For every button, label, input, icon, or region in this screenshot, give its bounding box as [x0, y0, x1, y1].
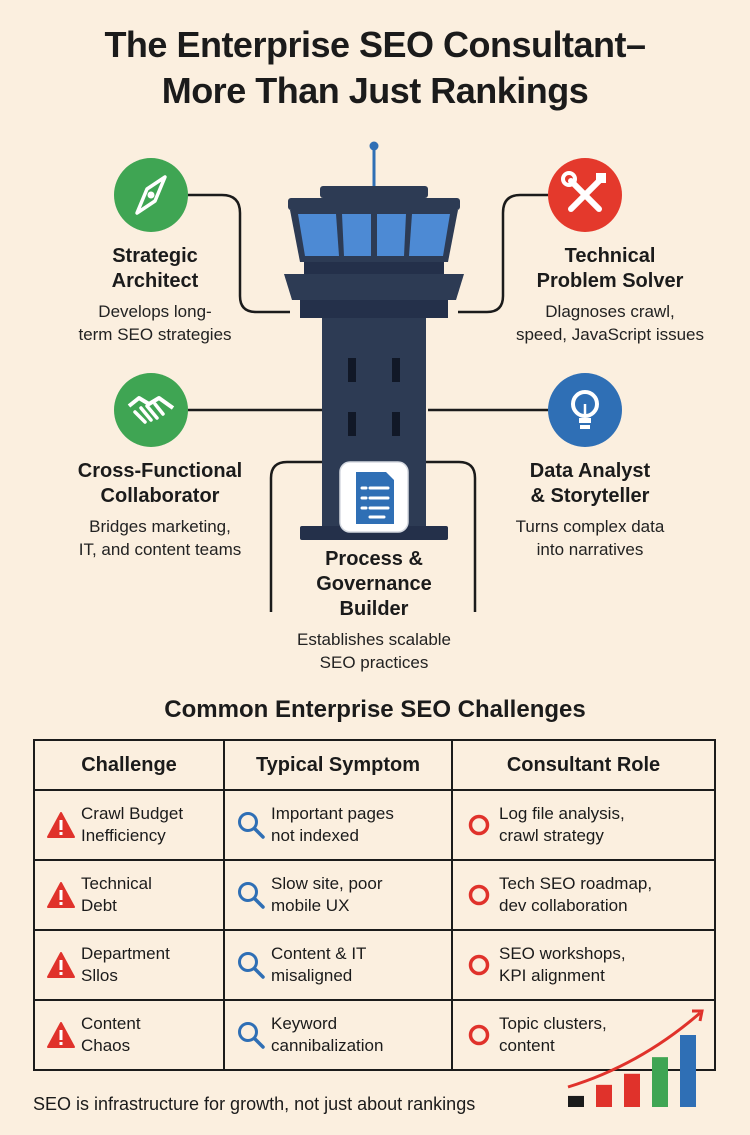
- growth-bar: [624, 1073, 640, 1107]
- magnifier-icon: [231, 880, 271, 910]
- table-header-row: Challenge Typical Symptom Consultant Rol…: [33, 739, 716, 791]
- role-diagram: [114, 141, 622, 612]
- connector-strategic: [188, 193, 290, 314]
- lightbulb-icon: [548, 373, 622, 447]
- growth-bar: [596, 1084, 612, 1107]
- control-tower-illustration: [284, 141, 464, 540]
- tools-icon: [548, 158, 622, 232]
- growth-bar: [568, 1095, 584, 1107]
- connector-process-left: [269, 460, 330, 612]
- magnifier-icon: [231, 950, 271, 980]
- connector-technical: [458, 193, 548, 314]
- magnifier-icon: [231, 1020, 271, 1050]
- challenges-table: Challenge Typical Symptom Consultant Rol…: [33, 739, 716, 1071]
- cell-role: Topic clusters,content: [451, 999, 716, 1071]
- cell-role: SEO workshops,KPI alignment: [451, 929, 716, 1001]
- warning-icon: [41, 811, 81, 839]
- red-ring-icon: [459, 813, 499, 837]
- warning-icon: [41, 881, 81, 909]
- red-ring-icon: [459, 953, 499, 977]
- growth-bar: [652, 1057, 668, 1107]
- cell-role: Tech SEO roadmap,dev collaboration: [451, 859, 716, 931]
- role-data-analyst-storyteller: Data Analyst& Storyteller Turns complex …: [490, 459, 690, 561]
- warning-icon: [41, 1021, 81, 1049]
- role-name: Data Analyst& Storyteller: [529, 460, 651, 507]
- growth-arrow-icon: [567, 1009, 704, 1107]
- page-title: The Enterprise SEO Consultant– More Than…: [104, 24, 646, 111]
- compass-icon: [114, 158, 188, 232]
- challenges-title: Common Enterprise SEO Challenges: [164, 696, 586, 723]
- header-challenge: Challenge: [33, 739, 225, 791]
- header-consultant-role: Consultant Role: [451, 739, 716, 791]
- role-description: Develops long-term SEO strategies: [78, 302, 232, 344]
- footer-tagline: SEO is infrastructure for growth, not ju…: [33, 1094, 476, 1114]
- handshake-icon: [114, 373, 188, 447]
- red-ring-icon: [459, 1023, 499, 1047]
- connector-lines: [188, 193, 548, 612]
- role-description: Dlagnoses crawl,speed, JavaScript issues: [515, 302, 705, 344]
- cell-role: Log file analysis,crawl strategy: [451, 789, 716, 861]
- document-checklist-icon: [339, 461, 409, 533]
- role-description: Bridges marketing,IT, and content teams: [78, 517, 242, 559]
- growth-bar: [680, 1035, 696, 1107]
- magnifier-icon: [231, 810, 271, 840]
- connector-process-right: [420, 460, 477, 612]
- growth-arrow: [567, 1011, 701, 1089]
- warning-icon: [41, 951, 81, 979]
- growth-bars: [568, 1035, 696, 1107]
- red-ring-icon: [459, 883, 499, 907]
- header-typical-symptom: Typical Symptom: [223, 739, 453, 791]
